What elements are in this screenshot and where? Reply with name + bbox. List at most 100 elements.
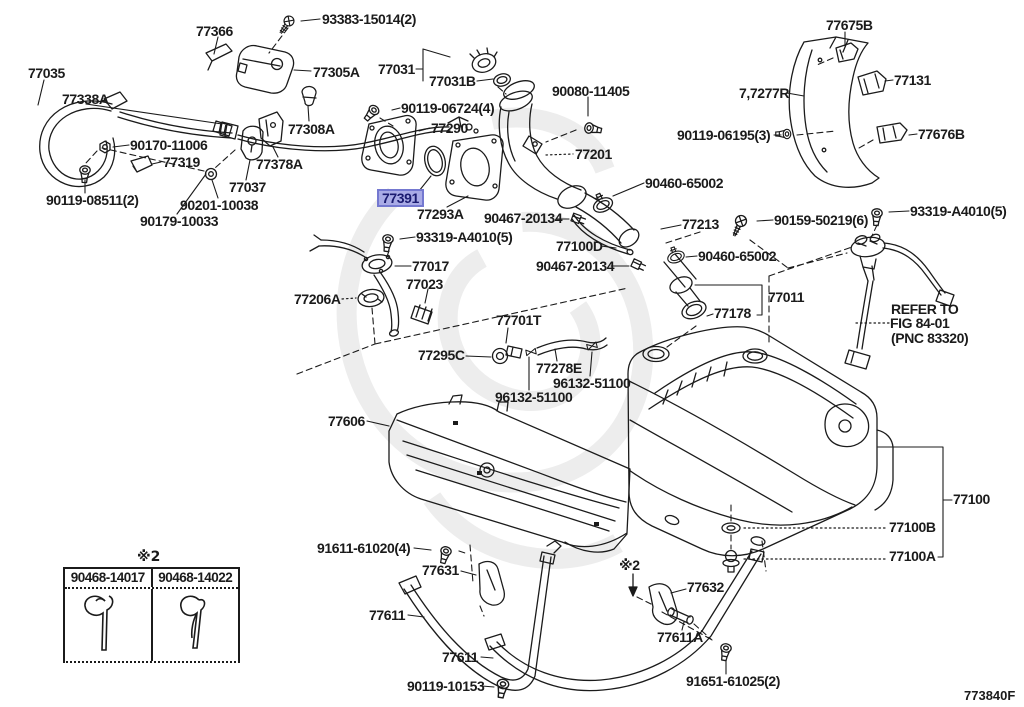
clip-77319 xyxy=(130,155,153,173)
part-label: 77213 xyxy=(682,216,719,232)
part-label: 77701T xyxy=(496,312,542,328)
part-label: 90179-10033 xyxy=(140,213,219,229)
part-label: 90119-08511(2) xyxy=(46,192,139,208)
clip-icon xyxy=(180,595,206,649)
part-label: 77611 xyxy=(369,607,406,623)
part-label: 77338A xyxy=(62,91,109,107)
hose-77701T xyxy=(505,337,608,359)
fuel-lid-lock-77037 xyxy=(212,120,264,161)
part-label: 90159-50219(6) xyxy=(774,212,869,228)
part-label: REFER TO xyxy=(891,301,959,317)
part-label: 7,7277R xyxy=(739,85,790,101)
part-label: 77319 xyxy=(163,154,200,170)
part-label: 77178 xyxy=(714,305,751,321)
fuel-tank xyxy=(627,326,894,557)
fuel-filler-hose-77213 xyxy=(575,192,640,248)
breather-pipe-assembly xyxy=(663,253,707,320)
part-label: 90467-20134 xyxy=(484,210,563,226)
part-label: ※2 xyxy=(619,557,640,573)
part-label: (PNC 83320) xyxy=(891,330,969,346)
tank-band-strap-rear xyxy=(484,548,765,692)
fuel-lid-plate-77305A xyxy=(235,44,295,94)
part-label: 96132-51100 xyxy=(495,389,573,405)
bracket-77378A xyxy=(258,111,284,147)
part-label: 77308A xyxy=(288,121,335,137)
clamp-77023 xyxy=(410,304,433,325)
part-label: 91651-61025(2) xyxy=(686,673,781,689)
part-label: 96132-51100 xyxy=(553,375,631,391)
fuel-filler-pipe-77201 xyxy=(498,80,587,209)
part-label: 77201 xyxy=(575,146,612,162)
table-header-right: 90468-14022 xyxy=(158,570,233,585)
bracket-77675B xyxy=(835,42,859,63)
gasket-77206A xyxy=(357,288,385,308)
part-label: 91611-61020(4) xyxy=(317,540,411,556)
filler-pipe-shield-77277R xyxy=(788,36,880,188)
part-label: 77611 xyxy=(442,649,479,665)
part-label: 77366 xyxy=(196,23,233,39)
part-label: 77378A xyxy=(256,156,303,172)
cushion-marker-pin xyxy=(628,573,638,597)
part-label: 77031 xyxy=(378,61,415,77)
grommet-77295C xyxy=(491,347,509,365)
part-label: 90119-06195(3) xyxy=(677,127,771,143)
grommet-77308A xyxy=(301,85,317,107)
bracket-77632 xyxy=(648,583,678,626)
part-label: 90201-10038 xyxy=(180,197,259,213)
fuel-inlet-housing-77290 xyxy=(361,114,417,176)
bracket-77631 xyxy=(478,560,506,606)
grommet-90201 xyxy=(204,167,218,181)
part-label: 77100D xyxy=(556,238,603,254)
part-label: 90119-06724(4) xyxy=(401,100,495,116)
table-cell-clip-left xyxy=(65,589,153,661)
part-label: 93319-A4010(5) xyxy=(910,203,1007,219)
bracket-77366 xyxy=(205,43,233,71)
breather-tube-77017 xyxy=(309,234,400,337)
part-label: 77023 xyxy=(406,276,443,292)
bracket-77131 xyxy=(857,70,887,96)
part-label: 90170-11006 xyxy=(130,137,208,153)
part-label: FIG 84-01 xyxy=(890,315,950,331)
part-label: 90119-10153 xyxy=(407,678,485,694)
part-label: 93319-A4010(5) xyxy=(416,229,513,245)
cap-gasket-77031B xyxy=(492,73,512,87)
part-label: 77305A xyxy=(313,64,360,80)
part-label: 77676B xyxy=(918,126,965,142)
part-label: 77131 xyxy=(894,72,931,88)
part-label: 77100A xyxy=(889,548,936,564)
tank-band-strap-front xyxy=(398,540,562,691)
inlet-retainer-77293A xyxy=(445,134,504,201)
part-label: 77100B xyxy=(889,519,936,535)
part-label: 77293A xyxy=(417,206,464,222)
part-label-highlighted: 77391 xyxy=(377,189,424,207)
part-label: 77606 xyxy=(328,413,365,429)
part-label: 77100 xyxy=(953,491,990,507)
part-label: 93383-15014(2) xyxy=(322,11,417,27)
part-label: 77295C xyxy=(418,347,465,363)
part-label: 90080-11405 xyxy=(552,83,630,99)
part-label: 77035 xyxy=(28,65,65,81)
part-label: 77631 xyxy=(422,562,459,578)
part-label: 90460-65002 xyxy=(698,248,777,264)
part-label: 77017 xyxy=(412,258,449,274)
inlet-gasket-77391 xyxy=(423,145,447,177)
part-label: 77290 xyxy=(431,120,468,136)
breather-tube-77100D xyxy=(571,214,634,256)
part-label: 77037 xyxy=(229,179,266,195)
part-label: 77031B xyxy=(429,73,476,89)
bolt-77100A-icon xyxy=(722,549,740,573)
substitution-table: 90468-14017 90468-14022 xyxy=(63,567,240,663)
part-label: 77278E xyxy=(536,360,582,376)
table-marker: ※2 xyxy=(137,549,161,565)
bracket-77676B xyxy=(876,122,908,144)
part-label: 77675B xyxy=(826,17,873,33)
part-label: 77632 xyxy=(687,579,724,595)
part-label: 90467-20134 xyxy=(536,258,615,274)
fuel-sender-gauge xyxy=(844,233,955,370)
clip-icon xyxy=(84,595,114,651)
part-label: 90460-65002 xyxy=(645,175,724,191)
part-label: 77011 xyxy=(768,289,805,305)
part-label: 77611A xyxy=(657,629,703,645)
